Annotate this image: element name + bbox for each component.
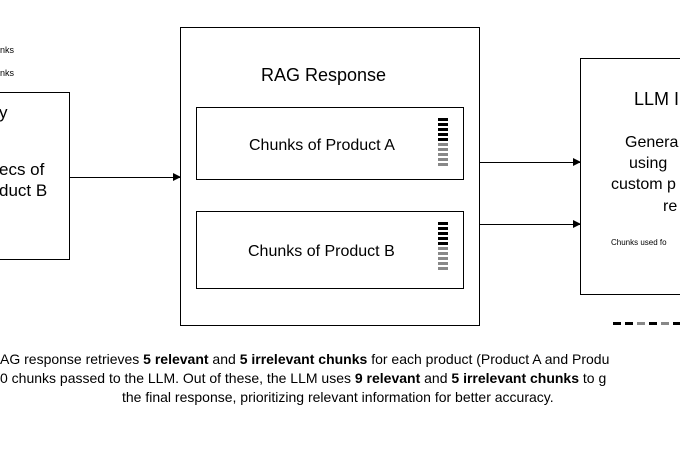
rag-response-box: RAG Response Chunks of Product A Chunks … [180,27,480,326]
llm-box-line-1: Genera [625,134,679,151]
irrelevant-chunk [438,163,448,166]
caption-run: AG response retrieves [0,351,144,367]
caption-run: for each product (Product A and Produ [367,351,610,367]
caption-run: 9 relevant [354,370,421,386]
product-b-chunks-label: Chunks of Product B [248,243,395,260]
relevant-chunk-used [649,322,657,325]
relevant-chunk [438,138,448,141]
irrelevant-chunk [438,252,448,255]
relevant-chunk [438,133,448,136]
irrelevant-chunk [438,143,448,146]
caption-line-2: 0 chunks passed to the LLM. Out of these… [0,369,606,387]
product-a-chunks-box: Chunks of Product A [196,107,464,180]
caption-run: 5 irrelevant chunks [451,370,580,386]
caption-line-1: AG response retrieves 5 relevant and 5 i… [0,350,609,368]
product-b-chunk-stack [438,222,448,272]
relevant-chunk-used [673,322,680,325]
query-box-title: y [0,103,8,122]
relevant-chunk [438,123,448,126]
arrow-product-b-to-llm [480,220,581,228]
irrelevant-chunk-used [637,322,645,325]
rag-response-title: RAG Response [261,65,387,85]
relevant-chunk [438,242,448,245]
relevant-chunk [438,232,448,235]
relevant-chunk-used [613,322,621,325]
llm-box-line-4: re [663,198,678,215]
irrelevant-chunk [438,148,448,151]
relevant-chunk [438,128,448,131]
relevant-chunk [438,227,448,230]
product-a-chunk-stack [438,118,448,168]
legend-line-1: nks [0,45,15,55]
irrelevant-chunk [438,153,448,156]
arrow-query-to-rag [70,173,181,181]
irrelevant-chunk-used [661,322,669,325]
irrelevant-chunk [438,267,448,270]
relevant-chunk-used [625,322,633,325]
irrelevant-chunk [438,158,448,161]
caption-run: to g [579,370,607,386]
chunks-used-label: Chunks used fo [611,238,667,247]
arrow-product-a-to-llm [480,158,581,166]
caption-run: 5 relevant [143,351,209,367]
relevant-chunk [438,222,448,225]
irrelevant-chunk [438,247,448,250]
relevant-chunk [438,237,448,240]
query-box-line-2: duct B [0,181,48,200]
caption-run: and [208,351,240,367]
caption-run: 0 chunks passed to the LLM. Out of these… [0,370,355,386]
llm-box-line-2: using [629,155,668,172]
caption-run: and [420,370,452,386]
product-a-chunks-label: Chunks of Product A [249,137,395,154]
llm-box-title: LLM I [634,89,680,109]
llm-response-box: LLM I Genera using custom p re Chunks us… [580,58,680,325]
irrelevant-chunk [438,262,448,265]
caption-run: 5 irrelevant chunks [239,351,368,367]
caption-line-3: the final response, prioritizing relevan… [122,388,554,406]
legend-line-2: nks [0,68,15,78]
llm-box-line-3: custom p [611,176,676,193]
relevant-chunk [438,118,448,121]
query-box-line-1: ecs of [0,160,45,179]
query-box: y ecs of duct B [0,92,70,260]
product-b-chunks-box: Chunks of Product B [196,211,464,289]
caption-run: the final response, prioritizing relevan… [122,389,554,405]
irrelevant-chunk [438,257,448,260]
